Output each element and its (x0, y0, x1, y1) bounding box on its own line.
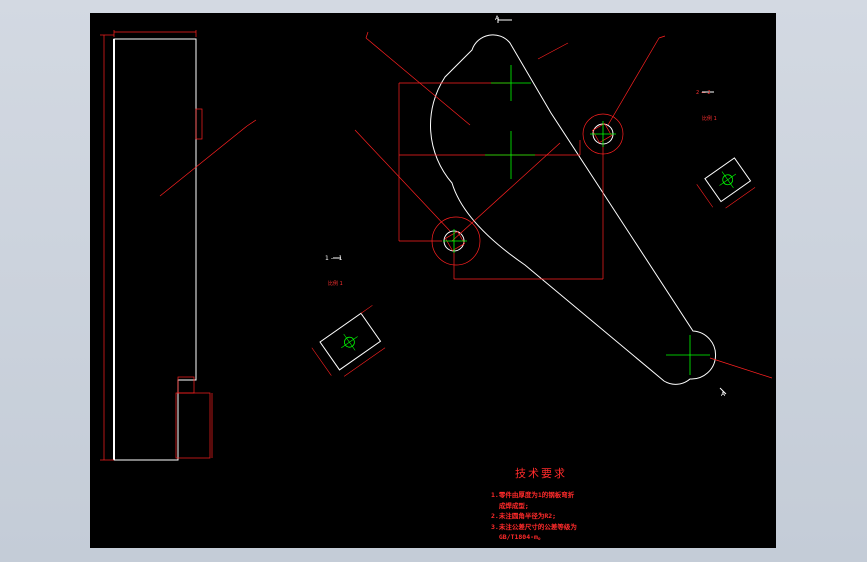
left-view-dimensions (100, 30, 257, 461)
tech-item: 1.零件由厚度为1的钢板弯折 (491, 491, 575, 499)
section-2-scale: 比例 1 (702, 115, 717, 122)
section-markers (333, 17, 727, 395)
plate-dimensions (354, 31, 773, 379)
section-2-view (696, 157, 756, 209)
tech-requirements-title: 技术要求 (515, 467, 567, 480)
arrow-bottom-label: A (721, 391, 726, 398)
left-elevation-view (113, 38, 197, 461)
tech-item: 成焊成型; (491, 501, 529, 510)
plate-outline (430, 34, 717, 385)
tech-requirements-list: 1.零件由厚度为1的钢板弯折 成焊成型; 2.未注圆角半径为R2; 3.未注公差… (491, 490, 577, 543)
section-2-label: 2 — 2 (696, 90, 711, 96)
left-view-outline (113, 38, 197, 461)
section-1-label: 1 — 1 (325, 255, 343, 262)
tech-item: 3.未注公差尺寸的公差等级为 (491, 522, 577, 531)
view-a-arrow: A (495, 15, 500, 22)
drawing-canvas: A 2 — 2 比例 1 1 — 1 比例 1 A 技术要求 1.零件由厚度为1… (90, 13, 776, 548)
plate-centerlines (443, 65, 710, 375)
cad-drawing: A 2 — 2 比例 1 1 — 1 比例 1 A (100, 15, 773, 461)
tech-item: GB/T1804-m。 (491, 533, 545, 541)
section-1-scale: 比例 1 (328, 280, 343, 287)
section-1-view (311, 305, 386, 377)
tech-item: 2.未注圆角半径为R2; (491, 512, 557, 520)
